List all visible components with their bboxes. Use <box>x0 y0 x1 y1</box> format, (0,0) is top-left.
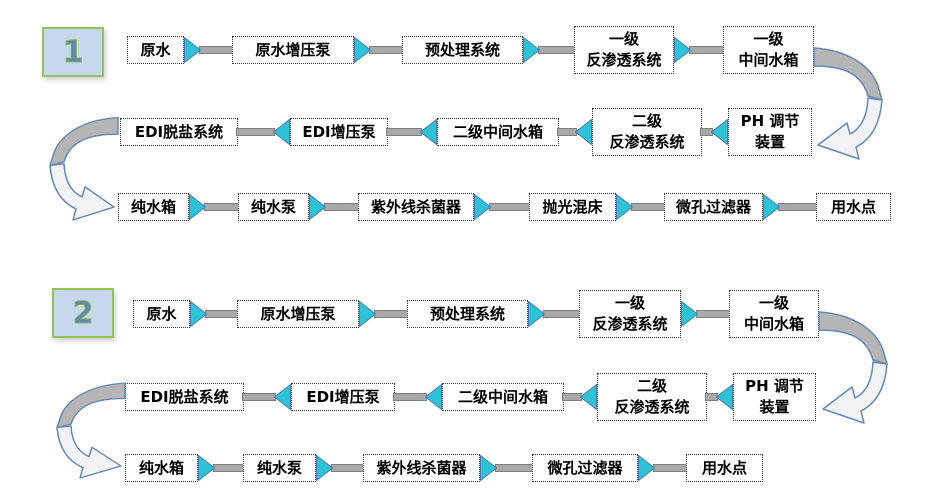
flow1-badge: 1 <box>42 27 104 77</box>
flow1-edi-booster-pump: EDI增压泵 <box>290 118 388 146</box>
arrow-right-icon <box>681 301 698 327</box>
arrow-left-icon <box>420 119 437 145</box>
flow-connector-right <box>359 301 409 327</box>
flow-connector-right <box>184 37 234 63</box>
arrow-right-icon <box>316 455 333 481</box>
flow1-pretreatment-system: 预处理系统 <box>402 36 523 64</box>
flow2-edi-booster-pump: EDI增压泵 <box>291 383 395 411</box>
arrow-right-icon <box>189 194 206 220</box>
flow1-stage2-intermediate-tank: 二级中间水箱 <box>437 118 559 146</box>
arrow-right-icon <box>198 455 215 481</box>
flow-connector-right <box>523 37 576 63</box>
arrow-left-icon <box>716 384 733 410</box>
flow1-stage1-intermediate-tank: 一级 中间水箱 <box>723 26 814 74</box>
flow-connector-right <box>681 301 731 327</box>
curved-down-arrow <box>818 311 888 424</box>
flow2-stage2-ro-system: 二级 反渗透系统 <box>597 373 707 421</box>
arrow-right-icon <box>354 37 371 63</box>
flow-connector-right <box>189 194 240 220</box>
curved-down-arrow <box>813 47 883 160</box>
flow-connector-right <box>354 37 404 63</box>
flow-connector-left <box>242 384 291 410</box>
flow-connector-left <box>236 119 290 145</box>
flow2-pure-water-tank: 纯水箱 <box>125 454 198 482</box>
curved-down-arrow <box>56 382 126 479</box>
flow1-water-use-point: 用水点 <box>816 193 891 221</box>
arrow-right-icon <box>184 37 201 63</box>
arrow-left-icon <box>274 384 291 410</box>
flow-connector-right <box>309 194 360 220</box>
flow-connector-left <box>705 384 733 410</box>
flow-connector-right <box>616 194 666 220</box>
flow2-uv-sterilizer: 紫外线杀菌器 <box>363 454 480 482</box>
flow2-pure-water-pump: 纯水泵 <box>243 454 316 482</box>
flow-connector-right <box>474 194 531 220</box>
flow-connector-left <box>562 384 597 410</box>
arrow-right-icon <box>480 455 497 481</box>
flow1-raw-water: 原水 <box>127 36 184 64</box>
flow2-stage2-intermediate-tank: 二级中间水箱 <box>442 383 564 411</box>
flow-connector-right <box>528 301 581 327</box>
arrow-right-icon <box>638 455 655 481</box>
flow-connector-left <box>700 119 728 145</box>
arrow-right-icon <box>359 301 376 327</box>
flow-connector-right <box>763 194 818 220</box>
flow1-raw-water-booster-pump: 原水增压泵 <box>232 36 354 64</box>
flow-connector-right <box>638 455 688 481</box>
arrow-right-icon <box>528 301 545 327</box>
flow2-edi-desalination-system: EDI脱盐系统 <box>125 383 244 411</box>
flow1-stage1-ro-system: 一级 反渗透系统 <box>574 26 674 74</box>
flow-connector-right <box>674 37 725 63</box>
arrow-left-icon <box>580 384 597 410</box>
arrow-left-icon <box>711 119 728 145</box>
flow2-raw-water: 原水 <box>133 300 190 328</box>
arrow-right-icon <box>309 194 326 220</box>
flow2-pretreatment-system: 预处理系统 <box>407 300 528 328</box>
flow1-ph-adjust-device: PH 调节 装置 <box>728 108 812 156</box>
flow-connector-left <box>393 384 442 410</box>
flow-connector-right <box>480 455 534 481</box>
flow-connector-right <box>316 455 365 481</box>
flow2-stage1-ro-system: 一级 反渗透系统 <box>579 290 681 338</box>
flow1-polishing-mixed-bed: 抛光混床 <box>529 193 616 221</box>
arrow-left-icon <box>425 384 442 410</box>
flow-connector-left <box>386 119 437 145</box>
flow2-stage1-intermediate-tank: 一级 中间水箱 <box>729 290 819 338</box>
flow1-edi-desalination-system: EDI脱盐系统 <box>120 118 238 146</box>
flow2-badge: 2 <box>52 288 114 338</box>
arrow-right-icon <box>616 194 633 220</box>
flow-connector-right <box>198 455 245 481</box>
flow1-uv-sterilizer: 紫外线杀菌器 <box>358 193 474 221</box>
arrow-right-icon <box>763 194 780 220</box>
arrow-left-icon <box>273 119 290 145</box>
flow1-pure-water-tank: 纯水箱 <box>118 193 189 221</box>
flow2-water-use-point: 用水点 <box>686 454 763 482</box>
arrow-right-icon <box>190 301 207 327</box>
arrow-right-icon <box>474 194 491 220</box>
flow2-micro-filter: 微孔过滤器 <box>532 454 638 482</box>
curved-down-arrow <box>49 116 119 221</box>
arrow-right-icon <box>674 37 691 63</box>
arrow-left-icon <box>575 119 592 145</box>
flow1-pure-water-pump: 纯水泵 <box>238 193 309 221</box>
flow-connector-right <box>190 301 239 327</box>
flow1-micro-filter: 微孔过滤器 <box>664 193 763 221</box>
flow1-stage2-ro-system: 二级 反渗透系统 <box>592 108 702 156</box>
flow-connector-left <box>557 119 592 145</box>
flow2-ph-adjust-device: PH 调节 装置 <box>733 373 816 421</box>
arrow-right-icon <box>523 37 540 63</box>
flow2-raw-water-booster-pump: 原水增压泵 <box>237 300 359 328</box>
